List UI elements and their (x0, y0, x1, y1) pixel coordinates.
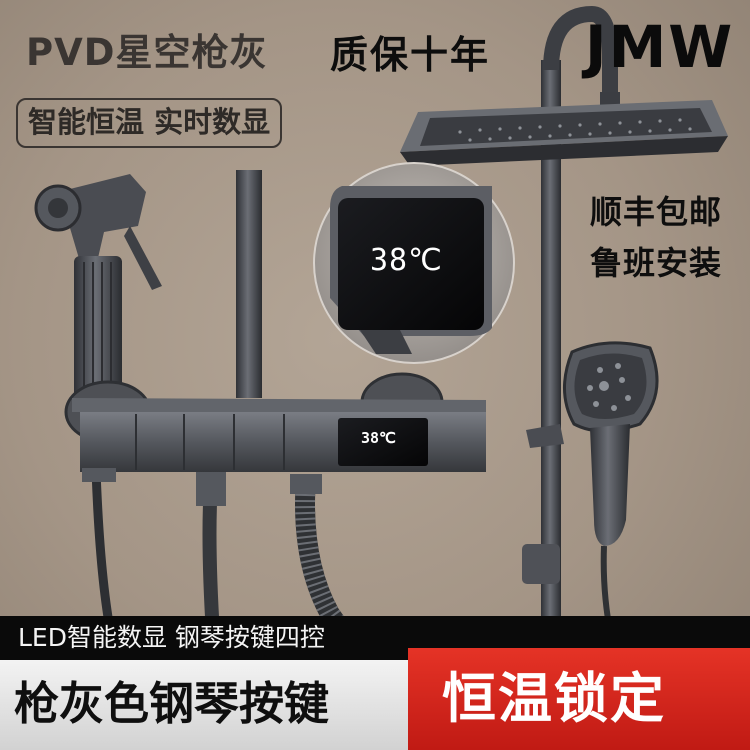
shipping-text: 顺丰包邮 (590, 193, 723, 231)
installation-text: 鲁班安装 (590, 244, 723, 282)
led-display-panel (338, 418, 428, 466)
hose-nut-right (290, 474, 322, 494)
banner-left (0, 660, 408, 750)
feature-tag-text: 智能恒温 实时数显 (28, 105, 271, 139)
center-pipe (236, 170, 262, 398)
thermostat-display-icon (313, 162, 515, 364)
rain-showerhead-icon (400, 100, 728, 166)
thermostat-panel (72, 398, 486, 472)
gooseneck-arm (543, 5, 618, 100)
product-title: PVD星空枪灰 (26, 31, 268, 74)
feature-strip-text: LED智能数显 钢琴按键四控 (18, 623, 325, 652)
feature-tag-box (16, 98, 282, 148)
hose-right-texture (295, 475, 366, 682)
banner-right (408, 648, 750, 750)
hose-nut-sprayer (82, 468, 116, 482)
hose-nut-left (196, 472, 226, 506)
hand-sprayer-icon (34, 174, 162, 641)
temperature-readout-panel: 38℃ (361, 429, 396, 447)
temperature-readout-zoom: 38℃ (370, 243, 443, 278)
handheld-showerhead-icon (522, 341, 659, 651)
brand-logo-text: JMW (585, 13, 735, 81)
warranty-text: 质保十年 (330, 33, 491, 77)
banner-right-text: 恒温锁定 (442, 667, 666, 730)
banner-left-text: 枪灰色钢琴按键 (14, 677, 330, 730)
